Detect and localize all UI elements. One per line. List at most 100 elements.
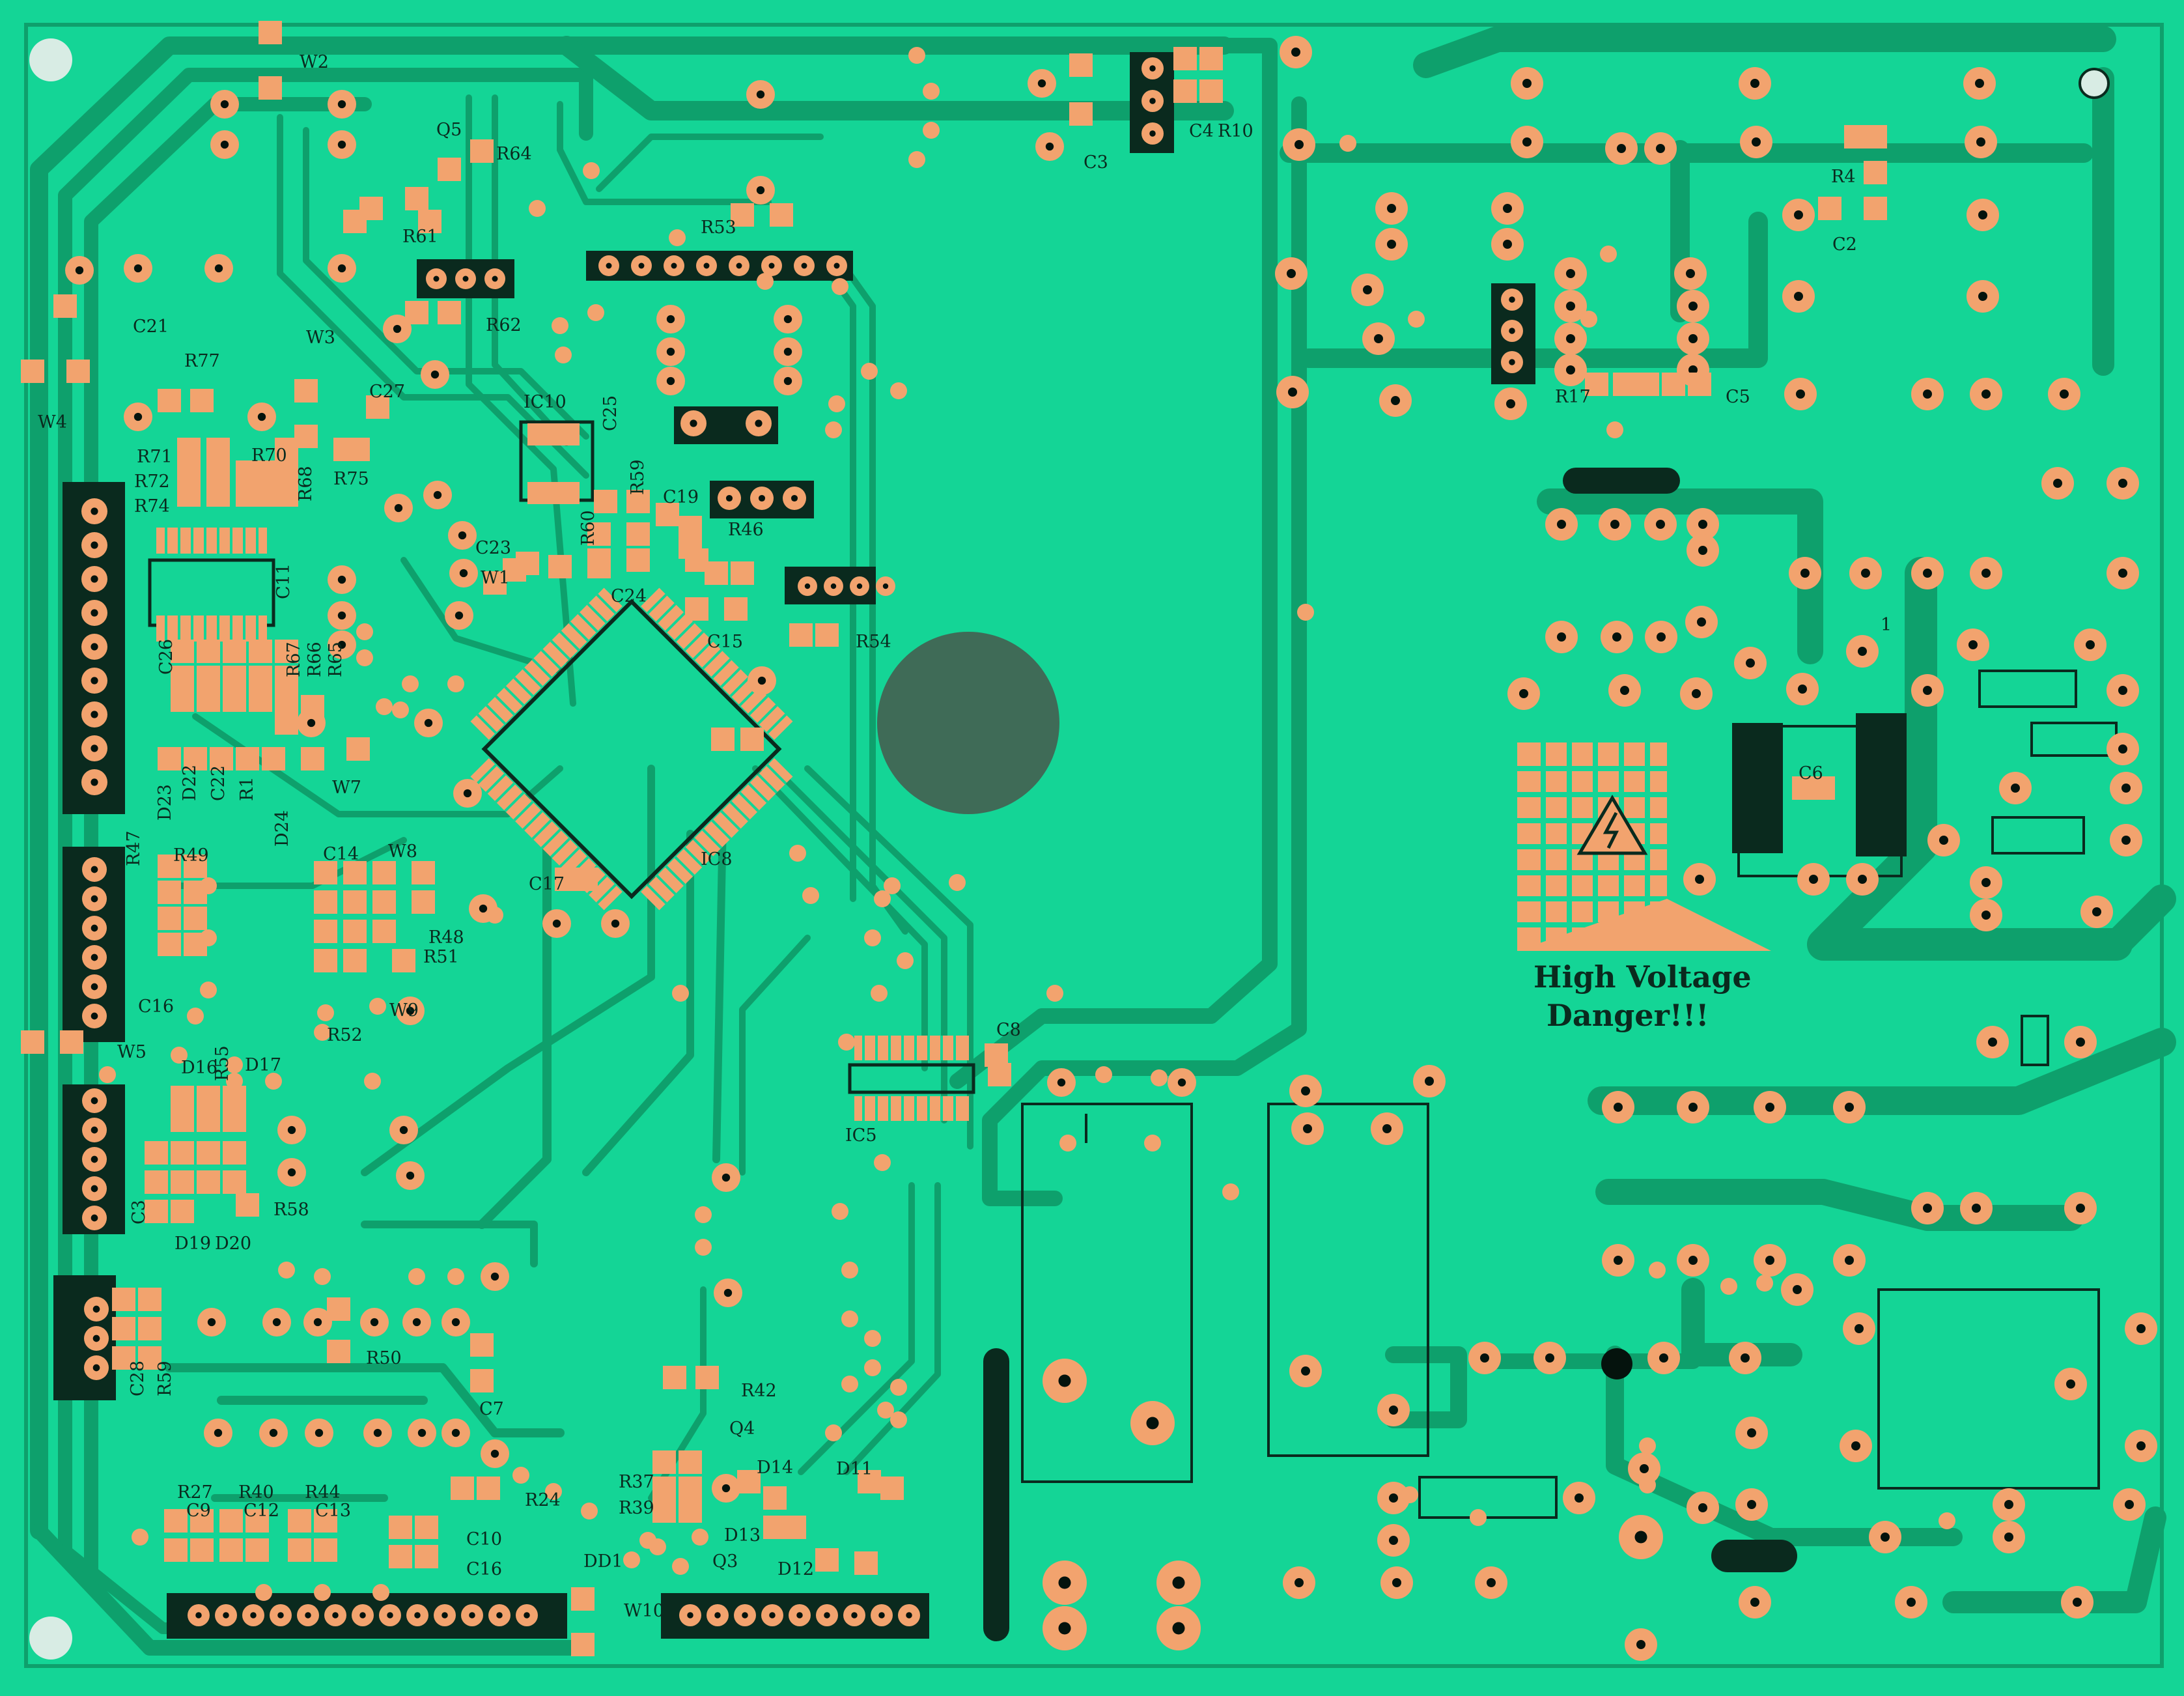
drill-hole [671,262,677,269]
smd-pad [158,855,181,878]
smd-pad [503,558,526,582]
drill-hole [1522,137,1532,147]
drill-hole [2118,744,2127,754]
drill-hole [611,919,620,928]
drill-hole [1845,1256,1854,1265]
high-voltage-warning-icon [1576,795,1648,855]
smd-pad [731,561,754,585]
via [825,1424,842,1441]
smd-pad [197,1086,220,1109]
silk-label: C25 [600,395,621,431]
drill-hole [1978,292,1987,301]
smd-pad [770,203,793,227]
smd-pad [206,460,230,484]
drill-hole [91,1012,98,1020]
via [587,304,604,321]
drill-hole [91,924,98,932]
silk-label: D12 [777,1559,814,1579]
drill-hole [783,376,792,386]
silk-label: Q4 [729,1419,755,1439]
silk-label: C11 [273,563,294,599]
silk-label: R74 [134,496,170,516]
smd-pad [1864,161,1887,184]
drill-hole [91,643,98,651]
drill-hole [878,1612,885,1618]
drill-hole [757,676,766,685]
via [877,1402,894,1419]
smd-pad [1199,79,1223,103]
via [789,845,806,862]
drill-hole [272,1318,281,1327]
smd-pad [177,460,201,484]
via [1151,1069,1168,1086]
drill-hole [882,583,889,589]
drill-hole [1747,1500,1756,1509]
smd-pad [210,747,233,770]
drill-hole [1939,836,1948,845]
smd-pad [343,861,367,884]
drill-hole [1981,911,1991,920]
drill-hole [373,1428,382,1437]
smd-pad [740,728,764,751]
smd-pad [164,1538,188,1562]
silk-label: R4 [1831,167,1856,187]
smd-pad [197,640,220,663]
smd-pad [223,1141,246,1165]
via [1408,311,1425,328]
smd-pad [314,861,337,884]
smd-pad [1812,776,1835,800]
smd-pad [60,1030,83,1054]
drill-hole [1861,569,1870,578]
silk-label: R51 [423,947,459,967]
drill-hole [1968,640,1978,649]
via [265,1073,282,1090]
silk-label: R1 [237,776,257,801]
drill-hole [2125,1500,2134,1509]
silk-label: C23 [475,538,511,558]
smd-pad [679,1499,702,1523]
drill-hole [250,1612,257,1618]
drill-hole [1855,1324,1864,1333]
silk-label: C15 [707,632,743,652]
smd-pad [346,737,370,761]
via [1639,1437,1656,1454]
via [314,1268,331,1285]
smd-pad [346,438,370,461]
drill-hole [1291,48,1300,57]
drill-hole [91,541,98,549]
smd-pad [854,1551,878,1575]
silk-label: R72 [134,472,170,492]
drill-hole [687,1612,693,1618]
drill-hole [2136,1324,2146,1333]
drill-hole [2060,389,2069,399]
drill-hole [1881,1533,1890,1542]
via [802,887,819,904]
via [581,1503,598,1519]
via [1222,1183,1239,1200]
drill-hole [1387,240,1396,249]
drill-hole [469,1612,475,1618]
drill-hole [606,262,612,269]
slot-bottom-bar [1711,1540,1797,1572]
via [832,278,848,295]
drill-hole [2004,1500,2013,1509]
silk-label: C27 [369,382,405,402]
smd-pad [314,1509,337,1533]
silk-label: R42 [741,1381,777,1401]
silk-label: R37 [619,1472,654,1492]
drill-hole [1612,632,1621,642]
smd-pad [171,640,194,663]
via [200,982,217,998]
smd-pad [158,907,181,930]
drill-hole [337,264,346,273]
drill-hole [703,262,710,269]
drill-hole [1695,875,1704,884]
smd-pad [451,1477,474,1500]
smd-pad [574,868,598,891]
drill-hole [92,1364,100,1372]
drill-hole [690,419,697,427]
drill-hole [451,1428,460,1437]
via [874,890,891,907]
drill-hole [1149,65,1156,72]
silk-label: C10 [466,1529,502,1549]
